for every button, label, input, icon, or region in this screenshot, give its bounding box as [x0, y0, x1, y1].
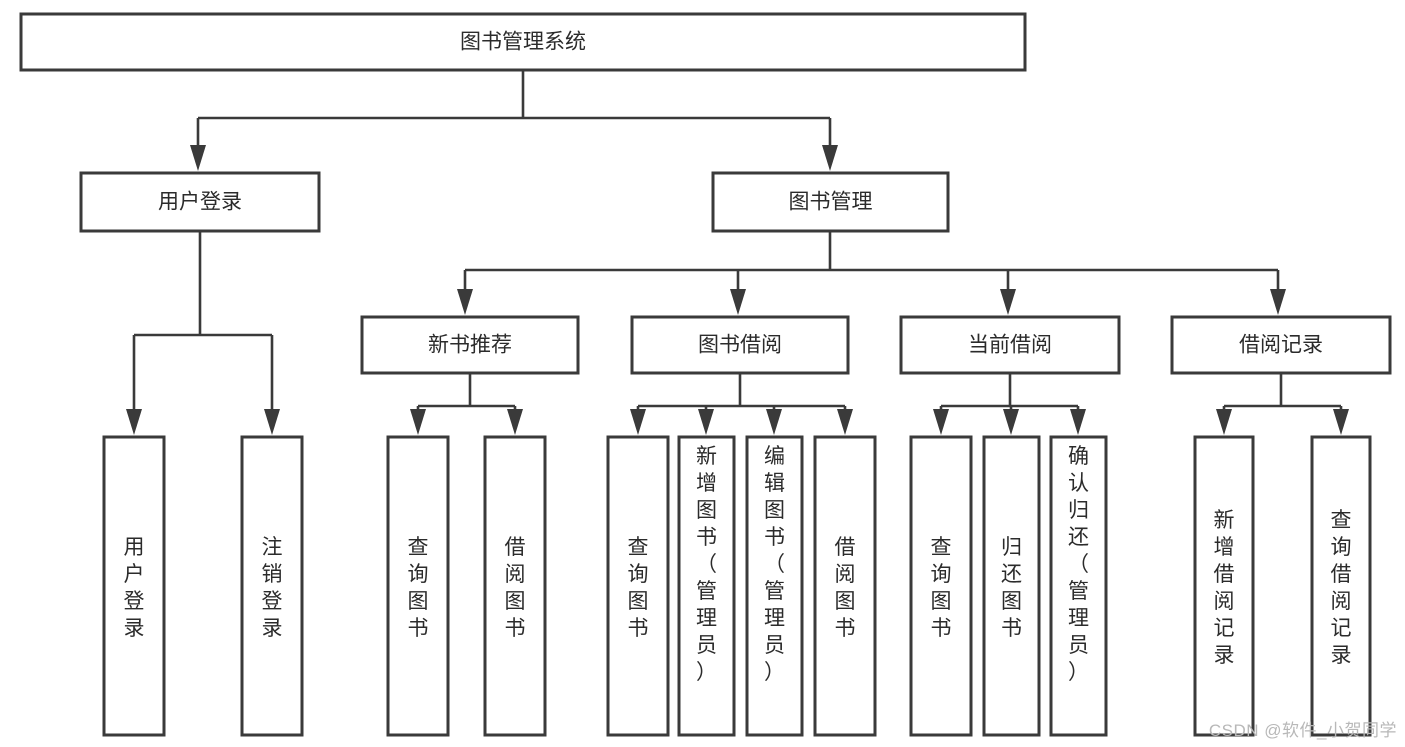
- node-leaf-query-book-2[interactable]: 查询图书: [606, 435, 670, 737]
- node-label-new-book-recommend: 新书推荐: [428, 334, 512, 357]
- node-label-borrow-record: 借阅记录: [1239, 334, 1323, 357]
- connector-conn-current-borrow: [933, 373, 1086, 435]
- node-user-login[interactable]: 用户登录: [79, 171, 321, 233]
- node-new-book-recommend[interactable]: 新书推荐: [360, 315, 580, 375]
- node-leaf-query-record[interactable]: 查询借阅记录: [1310, 435, 1372, 737]
- node-box-leaf-query-book-3[interactable]: [909, 435, 973, 737]
- node-layer: 图书管理系统用户登录图书管理新书推荐图书借阅当前借阅借阅记录用户登录注销登录查询…: [19, 12, 1392, 737]
- node-box-leaf-add-record[interactable]: [1193, 435, 1255, 737]
- node-label-leaf-add-book: 新增图书（管理员）: [696, 445, 717, 684]
- node-label-leaf-query-book-3: 查询图书: [931, 536, 952, 640]
- node-label-leaf-return-book: 归还图书: [1001, 536, 1022, 640]
- node-label-leaf-logout: 注销登录: [262, 536, 283, 640]
- node-label-leaf-edit-book: 编辑图书（管理员）: [764, 445, 785, 684]
- node-root[interactable]: 图书管理系统: [19, 12, 1027, 72]
- node-label-leaf-query-record: 查询借阅记录: [1331, 509, 1352, 667]
- node-label-leaf-borrow-book-2: 借阅图书: [835, 536, 856, 640]
- node-box-leaf-query-book-2[interactable]: [606, 435, 670, 737]
- connector-conn-book-borrow: [630, 373, 853, 435]
- connector-layer: [126, 70, 1349, 435]
- node-label-leaf-borrow-book-1: 借阅图书: [505, 536, 526, 640]
- node-label-leaf-user-login: 用户登录: [124, 536, 145, 640]
- node-label-leaf-query-book-1: 查询图书: [408, 536, 429, 640]
- node-box-borrow-record[interactable]: [1170, 315, 1392, 375]
- node-box-book-manage[interactable]: [711, 171, 950, 233]
- node-box-current-borrow[interactable]: [899, 315, 1121, 375]
- node-box-leaf-logout[interactable]: [240, 435, 304, 737]
- node-box-leaf-borrow-book-1[interactable]: [483, 435, 547, 737]
- node-box-leaf-query-book-1[interactable]: [386, 435, 450, 737]
- node-label-current-borrow: 当前借阅: [968, 334, 1052, 357]
- node-box-book-borrow[interactable]: [630, 315, 850, 375]
- node-leaf-query-book-1[interactable]: 查询图书: [386, 435, 450, 737]
- node-current-borrow[interactable]: 当前借阅: [899, 315, 1121, 375]
- node-leaf-edit-book[interactable]: 编辑图书（管理员）: [745, 435, 804, 737]
- node-box-leaf-borrow-book-2[interactable]: [813, 435, 877, 737]
- node-leaf-query-book-3[interactable]: 查询图书: [909, 435, 973, 737]
- node-leaf-borrow-book-2[interactable]: 借阅图书: [813, 435, 877, 737]
- node-box-leaf-confirm-return[interactable]: [1049, 435, 1108, 737]
- node-box-leaf-add-book[interactable]: [677, 435, 736, 737]
- watermark-text: CSDN @软件_小贺同学: [1208, 721, 1397, 740]
- node-box-root[interactable]: [19, 12, 1027, 72]
- node-leaf-add-book[interactable]: 新增图书（管理员）: [677, 435, 736, 737]
- node-book-manage[interactable]: 图书管理: [711, 171, 950, 233]
- node-box-leaf-user-login[interactable]: [102, 435, 166, 737]
- node-leaf-return-book[interactable]: 归还图书: [982, 435, 1041, 737]
- node-leaf-logout[interactable]: 注销登录: [240, 435, 304, 737]
- node-leaf-user-login[interactable]: 用户登录: [102, 435, 166, 737]
- connector-conn-user-login: [126, 231, 280, 435]
- node-label-book-borrow: 图书借阅: [698, 334, 782, 357]
- node-borrow-record[interactable]: 借阅记录: [1170, 315, 1392, 375]
- node-leaf-confirm-return[interactable]: 确认归还（管理员）: [1049, 435, 1108, 737]
- node-book-borrow[interactable]: 图书借阅: [630, 315, 850, 375]
- connector-conn-borrow-record: [1216, 373, 1349, 435]
- node-label-root: 图书管理系统: [460, 31, 586, 54]
- node-label-user-login: 用户登录: [158, 191, 242, 214]
- node-box-user-login[interactable]: [79, 171, 321, 233]
- node-label-leaf-query-book-2: 查询图书: [628, 536, 649, 640]
- node-label-book-manage: 图书管理: [789, 191, 873, 214]
- node-box-leaf-query-record[interactable]: [1310, 435, 1372, 737]
- node-label-leaf-confirm-return: 确认归还（管理员）: [1068, 445, 1089, 684]
- node-box-leaf-return-book[interactable]: [982, 435, 1041, 737]
- node-box-new-book-recommend[interactable]: [360, 315, 580, 375]
- connector-conn-new-book-recommend: [410, 373, 523, 435]
- node-leaf-add-record[interactable]: 新增借阅记录: [1193, 435, 1255, 737]
- node-leaf-borrow-book-1[interactable]: 借阅图书: [483, 435, 547, 737]
- connector-conn-root: [190, 70, 838, 171]
- node-label-leaf-add-record: 新增借阅记录: [1214, 509, 1235, 667]
- node-box-leaf-edit-book[interactable]: [745, 435, 804, 737]
- connector-conn-book-manage: [457, 231, 1286, 315]
